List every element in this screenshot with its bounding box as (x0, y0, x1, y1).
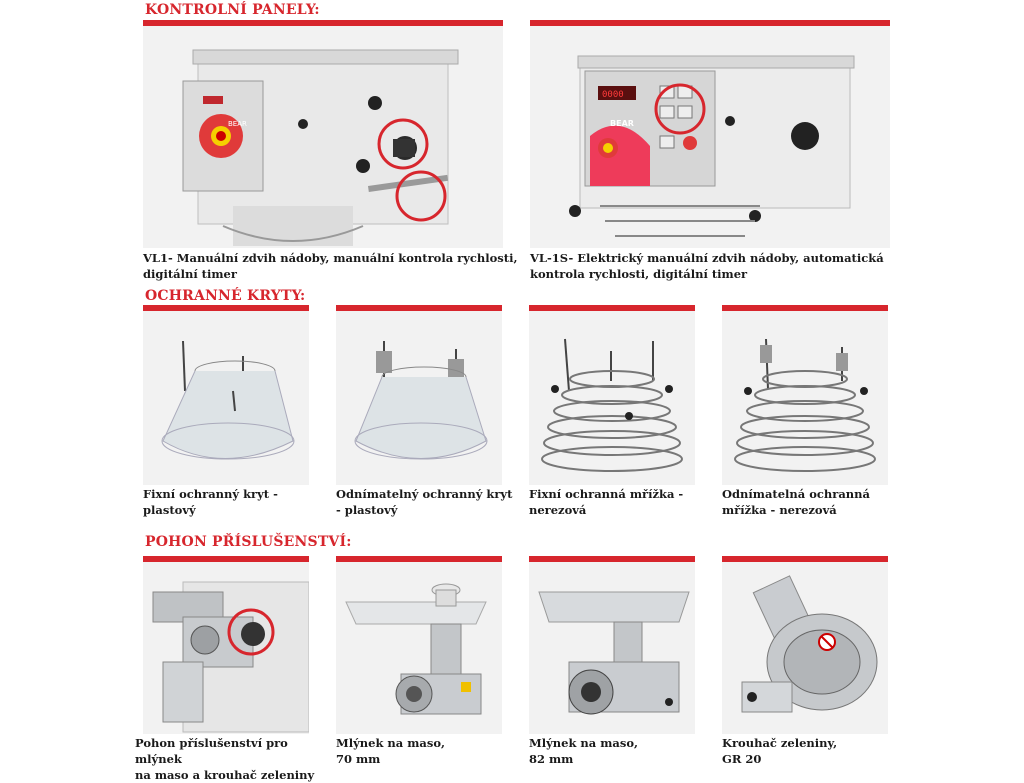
photo-vl1-panel: BEAR (143, 26, 503, 248)
caption-meat-grinder-82: Mlýnek na maso, 82 mm (529, 736, 639, 766)
photo-guard-removable-grid (722, 311, 888, 485)
card-vl1: BEAR (143, 20, 503, 248)
section-title-control-panels: KONTROLNÍ PANELY: (145, 2, 320, 18)
card-vegetable-slicer (722, 556, 888, 734)
red-rule (722, 305, 888, 311)
photo-guard-fixed-grid (529, 311, 695, 485)
panel-brand-label: BEAR (228, 120, 247, 128)
steel-grid-illustration (722, 311, 888, 485)
caption-meat-grinder-70: Mlýnek na maso, 70 mm (336, 736, 446, 766)
meat-grinder-illustration (529, 562, 695, 734)
highlight-circle (654, 83, 706, 135)
red-rule (530, 20, 890, 26)
card-meat-grinder-82 (529, 556, 695, 734)
card-guard-fixed-plastic (143, 305, 309, 485)
highlight-circle (227, 608, 275, 656)
card-guard-removable-grid (722, 305, 888, 485)
steel-grid-illustration (529, 311, 695, 485)
photo-vl1s-panel: 0000 BEAR (530, 26, 890, 248)
red-rule (143, 556, 309, 562)
red-rule (722, 556, 888, 562)
red-rule (143, 20, 503, 26)
caption-guard-removable-grid: Odnímatelná ochranná mřížka - nerezová (722, 487, 870, 517)
panel-brand-label: BEAR (610, 119, 634, 128)
section-title-guards: OCHRANNÉ KRYTY: (145, 288, 306, 304)
red-rule (143, 305, 309, 311)
red-rule (529, 556, 695, 562)
caption-guard-removable-plastic: Odnímatelný ochranný kryt - plastový (336, 487, 513, 517)
caption-drive-hub: Pohon příslušenství pro mlýnek na maso a… (135, 736, 315, 782)
caption-guard-fixed-grid: Fixní ochranná mřížka - nerezová (529, 487, 684, 517)
photo-guard-removable-plastic (336, 311, 502, 485)
plastic-guard-illustration (143, 311, 309, 485)
caption-vl1s: VL-1S- Elektrický manuální zdvih nádoby,… (530, 251, 884, 281)
red-rule (529, 305, 695, 311)
card-meat-grinder-70 (336, 556, 502, 734)
photo-meat-grinder-70 (336, 562, 502, 734)
caption-guard-fixed-plastic: Fixní ochranný kryt - plastový (143, 487, 278, 517)
photo-drive-hub (143, 562, 309, 734)
red-rule (336, 305, 502, 311)
caption-vl1: VL1- Manuální zdvih nádoby, manuální kon… (143, 251, 518, 281)
svg-text:0000: 0000 (602, 90, 624, 100)
plastic-guard-illustration (336, 311, 502, 485)
photo-meat-grinder-82 (529, 562, 695, 734)
photo-guard-fixed-plastic (143, 311, 309, 485)
vegetable-slicer-illustration (722, 562, 888, 734)
card-guard-fixed-grid (529, 305, 695, 485)
section-title-drive: POHON PŘÍSLUŠENSTVÍ: (145, 534, 352, 550)
photo-vegetable-slicer (722, 562, 888, 734)
drive-hub-illustration (143, 562, 309, 734)
mixer-vl1-illustration: BEAR (143, 26, 503, 248)
card-drive-hub (143, 556, 309, 734)
meat-grinder-illustration (336, 562, 502, 734)
red-rule (336, 556, 502, 562)
caption-vegetable-slicer: Krouhač zeleniny, GR 20 (722, 736, 838, 766)
card-guard-removable-plastic (336, 305, 502, 485)
card-vl1s: 0000 BEAR (530, 20, 890, 248)
highlight-circle (395, 170, 447, 222)
highlight-circle (377, 118, 429, 170)
mixer-vl1s-illustration: 0000 BEAR (530, 26, 890, 248)
